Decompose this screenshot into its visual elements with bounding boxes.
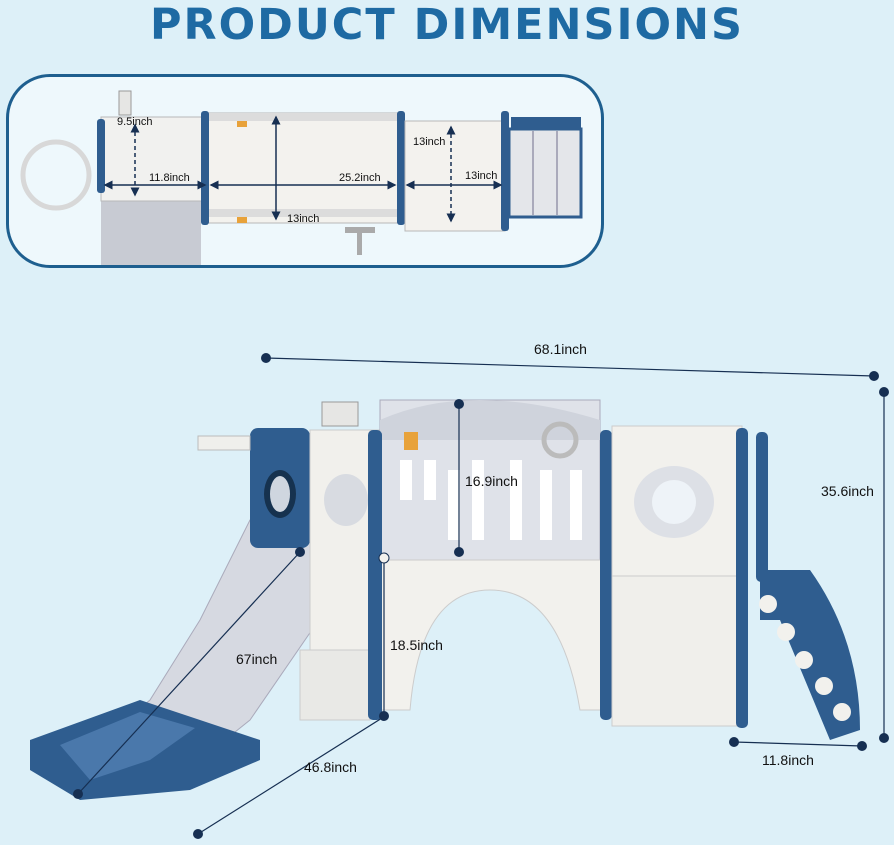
stairs-top <box>507 127 583 219</box>
dim-line-length <box>265 357 875 377</box>
basketball-hoop-ring <box>20 139 92 211</box>
dim-label-a: 9.5inch <box>117 116 152 128</box>
dim-line-stairs <box>733 741 863 747</box>
dim-line-depth <box>197 717 383 835</box>
dim-label-f: 13inch <box>465 170 497 182</box>
dim-label-d: 13inch <box>287 213 319 225</box>
dim-label-arch: 18.5inch <box>390 637 443 653</box>
dim-line-slide <box>77 551 301 795</box>
top-view-drawing: 9.5inch 11.8inch 25.2inch 13inch 13inch … <box>20 90 583 265</box>
dim-label-slide: 67inch <box>236 651 277 667</box>
top-view-panel: 9.5inch 11.8inch 25.2inch 13inch 13inch … <box>6 74 604 268</box>
dim-label-b: 11.8inch <box>149 172 190 184</box>
arch-base <box>379 559 611 711</box>
dim-label-c: 25.2inch <box>339 172 381 184</box>
dim-label-height: 35.6inch <box>821 483 874 499</box>
dim-label-panel: 16.9inch <box>465 473 518 489</box>
dim-label-e: 13inch <box>413 136 445 148</box>
dim-label-depth: 46.8inch <box>304 759 357 775</box>
dim-label-length: 68.1inch <box>534 341 587 357</box>
page-title: PRODUCT DIMENSIONS <box>150 0 744 50</box>
dim-label-stairs: 11.8inch <box>762 752 814 768</box>
